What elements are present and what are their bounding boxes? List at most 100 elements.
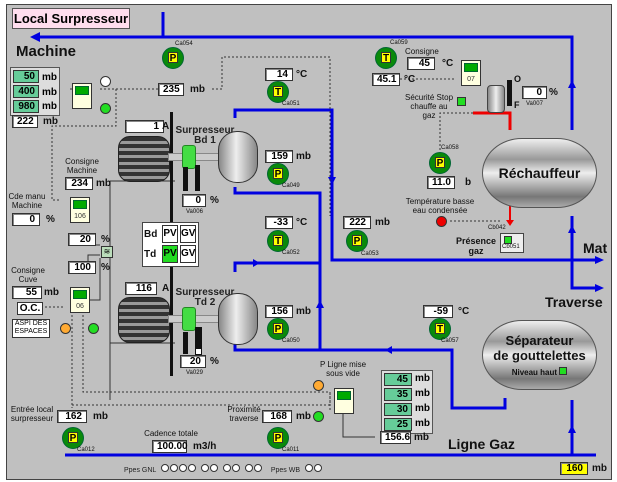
- bd1-pressure: 159: [265, 150, 293, 163]
- bd1-current: 1: [125, 120, 164, 133]
- valve-bar-td2: [183, 332, 188, 354]
- pressure-gauge-ca011[interactable]: P: [267, 427, 289, 449]
- machine-controller[interactable]: [72, 83, 92, 109]
- separator-temp: -59: [423, 305, 453, 318]
- alarm-light-red: [436, 216, 447, 227]
- limit-value[interactable]: 45: [384, 373, 412, 386]
- unit: mb: [375, 217, 390, 228]
- p-ca058-value: 11.0: [427, 176, 455, 189]
- unit: mb: [43, 116, 58, 127]
- temp-gauge-ca052[interactable]: T: [267, 230, 289, 252]
- limit-value[interactable]: 980: [13, 100, 39, 113]
- tag: Va029: [186, 370, 203, 376]
- cuve-controller[interactable]: 06: [70, 287, 90, 313]
- entree-value: 162: [57, 410, 87, 423]
- pressure-gauge-ca058[interactable]: P: [429, 152, 451, 174]
- bd-pv-button[interactable]: PV: [162, 225, 178, 243]
- tag: Ca059: [390, 40, 408, 46]
- unit: °C: [296, 69, 308, 80]
- niveau-haut-indicator: [559, 367, 568, 375]
- unit: mb: [190, 84, 205, 95]
- consigne-cuve-input[interactable]: 55: [12, 286, 42, 299]
- oc-button[interactable]: O.C.: [17, 302, 43, 315]
- motor-td2-icon[interactable]: [118, 297, 170, 343]
- temp-gauge-ca051[interactable]: T: [267, 81, 289, 103]
- cadence-value: 100.00: [152, 440, 188, 453]
- pipe-gas-red: [473, 111, 512, 130]
- unit: A: [162, 121, 170, 132]
- limit-value[interactable]: 35: [384, 388, 412, 401]
- compressor-td2-icon[interactable]: [218, 293, 258, 345]
- tag: Ca054: [175, 41, 193, 47]
- entree-label: Entrée local surpresseur: [10, 405, 54, 423]
- rechauffeur-vessel[interactable]: Réchauffeur: [482, 138, 597, 208]
- machine-label: Machine: [16, 43, 77, 60]
- pressure-gauge-ca049[interactable]: P: [267, 163, 289, 185]
- pressure-gauge-ca054[interactable]: P: [162, 47, 184, 69]
- td-pv-button[interactable]: PV: [162, 245, 178, 263]
- pipe-separator: [233, 342, 507, 410]
- ppes-gnl-lights: [161, 464, 197, 474]
- tag: Ca011: [282, 447, 300, 453]
- tag: Va006: [186, 209, 203, 215]
- gas-valve-icon[interactable]: [487, 85, 505, 113]
- pressure-gauge-ca050[interactable]: P: [267, 318, 289, 340]
- coupling-icon: [182, 307, 196, 331]
- pressure-gauge-ca012[interactable]: P: [62, 427, 84, 449]
- separateur-vessel[interactable]: Séparateur de gouttelettes Niveau haut: [482, 320, 597, 390]
- limit-value[interactable]: 25: [384, 418, 412, 431]
- bd-gv-button[interactable]: GV: [180, 225, 196, 243]
- tag: Ca049: [282, 183, 300, 189]
- unit: mb: [44, 287, 59, 298]
- pumps-status: Ppes GNL Ppes WB: [124, 464, 323, 474]
- tag: Ca012: [77, 447, 95, 453]
- unit: mb: [296, 151, 311, 162]
- temp-gauge-ca057[interactable]: T: [429, 318, 451, 340]
- ppes-wb-lights: [304, 464, 323, 474]
- aspi-espaces-button[interactable]: ASPI DES ESPACES: [12, 319, 50, 338]
- mat-label: Mat: [583, 240, 608, 256]
- td2-name: Surpresseur Td 2: [175, 287, 235, 308]
- pipe-bd1-out: [233, 108, 600, 262]
- pipe-bd1-in: [233, 187, 322, 350]
- tag: Ca050: [282, 338, 300, 344]
- unit: mb: [42, 72, 57, 83]
- limit-value[interactable]: 30: [384, 403, 412, 416]
- compressor-bd1-icon[interactable]: [218, 131, 258, 183]
- tag: Ca053: [361, 251, 379, 257]
- unit: %: [549, 87, 558, 98]
- limit-value[interactable]: 400: [13, 85, 39, 98]
- heater-consigne-input[interactable]: 45: [407, 57, 435, 70]
- unit: °C: [442, 58, 454, 69]
- vide-controller[interactable]: [334, 388, 354, 414]
- unit: mb: [42, 101, 57, 112]
- pipe-td2: [233, 261, 320, 272]
- limit-value[interactable]: 50: [13, 70, 39, 83]
- td2-current: 116: [125, 282, 157, 295]
- split-value-2: 100: [68, 261, 96, 274]
- bd1-name: Surpresseur Bd 1: [175, 125, 235, 146]
- tag: Va007: [526, 101, 543, 107]
- presence-gaz-indicator: Cb051: [500, 233, 524, 253]
- valve-bar-bd1-2: [195, 165, 200, 191]
- unit: %: [210, 356, 219, 367]
- motor-bd1-icon[interactable]: [118, 136, 170, 182]
- temp-gauge-ca059[interactable]: T: [375, 47, 397, 69]
- cadence-label: Cadence totale: [144, 429, 198, 438]
- machine-pid-controller[interactable]: 106: [70, 197, 90, 223]
- td2-valve-pct: 20: [180, 355, 206, 368]
- heater-controller[interactable]: 07: [461, 60, 481, 86]
- consigne-machine-input[interactable]: 234: [65, 177, 93, 190]
- mb-222-value: 222: [12, 115, 38, 128]
- coupling-icon: [182, 145, 196, 169]
- td-gv-button[interactable]: GV: [180, 245, 196, 263]
- valve-bar-bd1: [183, 167, 188, 191]
- presence-gaz-label: Présence gaz: [455, 236, 497, 256]
- p-ca053-value: 222: [343, 216, 371, 229]
- td2-pressure: 156: [265, 305, 293, 318]
- pressure-gauge-ca053[interactable]: P: [346, 230, 368, 252]
- temp-basse-label: Température basse eau condensée: [405, 197, 475, 215]
- pipe-traverse: [570, 216, 600, 290]
- status-light-white: [100, 76, 111, 87]
- cde-manu-input[interactable]: 0: [12, 213, 40, 226]
